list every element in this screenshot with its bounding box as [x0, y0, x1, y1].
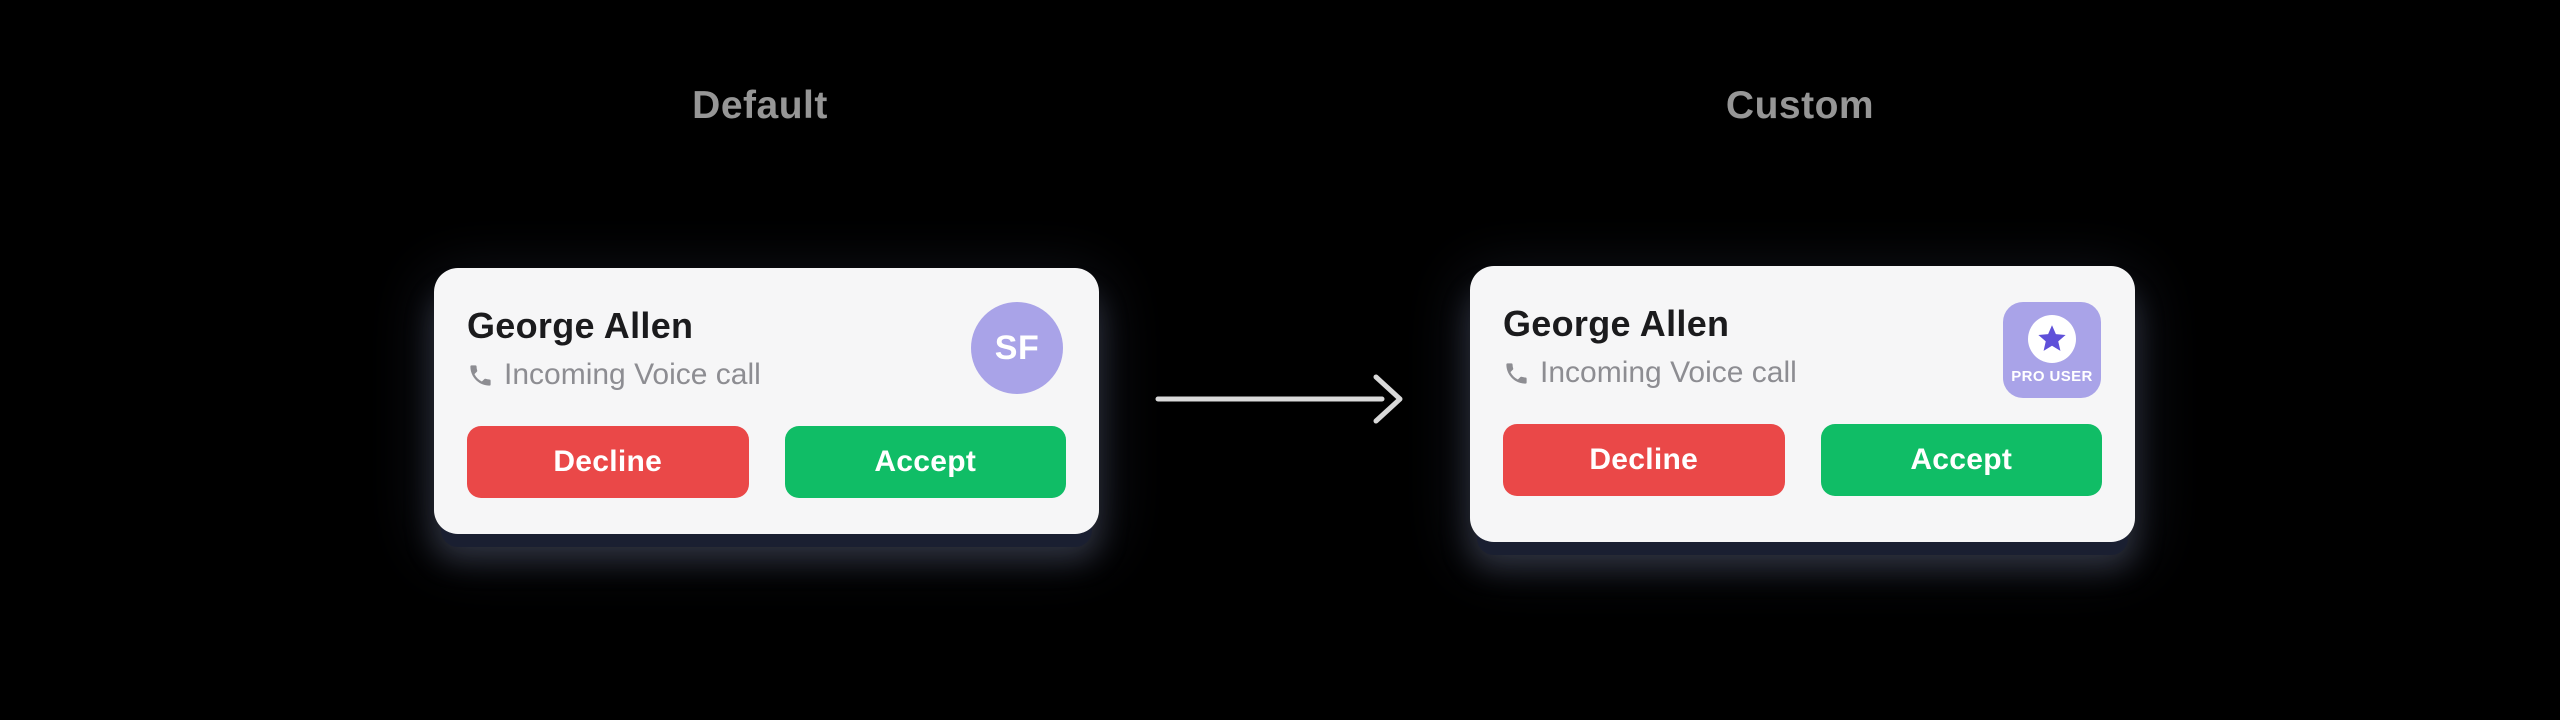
section-heading-custom: Custom: [1725, 84, 1875, 127]
caller-name: George Allen: [467, 305, 694, 346]
pro-user-badge: PRO USER: [2003, 302, 2101, 398]
accept-button[interactable]: Accept: [1820, 424, 2102, 496]
incoming-call-card-custom: George Allen Incoming Voice call PRO USE…: [1470, 266, 2135, 542]
call-type-label: Incoming Voice call: [1540, 356, 1797, 389]
section-heading-default: Default: [692, 84, 828, 127]
badge-circle: [2028, 315, 2076, 363]
decline-button[interactable]: Decline: [467, 426, 749, 498]
incoming-call-card-default: George Allen Incoming Voice call SF Decl…: [434, 268, 1099, 534]
badge-label: PRO USER: [2011, 368, 2093, 385]
call-type-row: Incoming Voice call: [1503, 354, 2102, 392]
call-actions-row: Decline Accept: [1503, 424, 2102, 496]
phone-icon: [1503, 360, 1530, 387]
decline-button[interactable]: Decline: [1503, 424, 1785, 496]
call-type-label: Incoming Voice call: [504, 358, 761, 391]
avatar: SF: [971, 302, 1063, 394]
avatar-initials: SF: [994, 328, 1040, 367]
call-actions-row: Decline Accept: [467, 426, 1066, 498]
accept-button[interactable]: Accept: [784, 426, 1066, 498]
phone-icon: [467, 362, 494, 389]
call-type-row: Incoming Voice call: [467, 356, 1066, 394]
star-icon: [2035, 322, 2069, 356]
right-arrow-icon: [1154, 372, 1406, 426]
caller-name: George Allen: [1503, 303, 1730, 344]
